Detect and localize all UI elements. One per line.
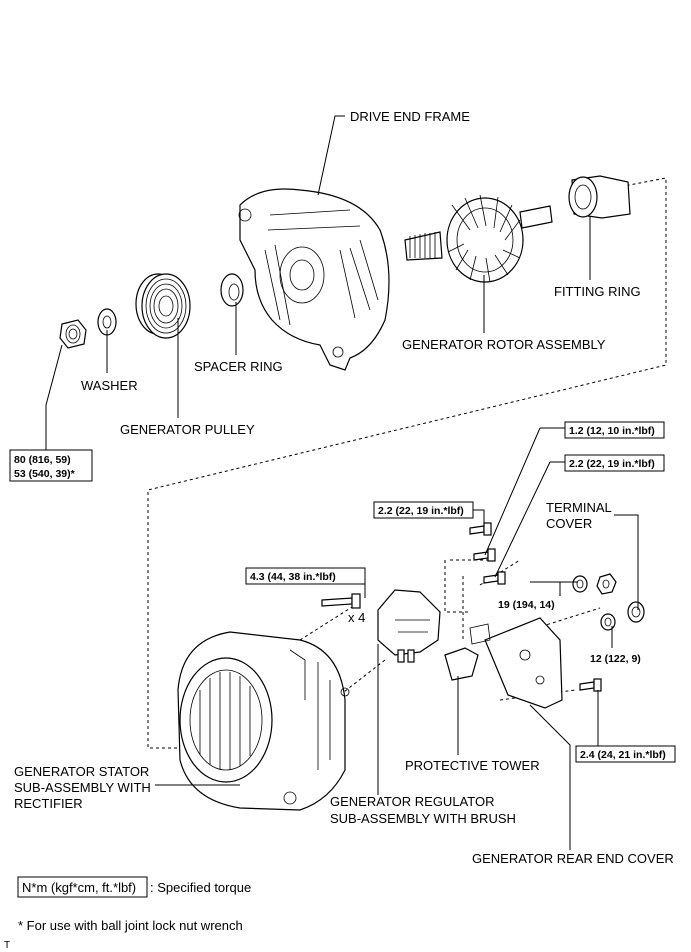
nut-19 <box>572 575 588 593</box>
screw-2-2-upper <box>469 522 492 536</box>
label-spacer-ring: SPACER RING <box>194 359 283 374</box>
label-x4: x 4 <box>348 610 365 625</box>
spacer-ring <box>220 273 244 307</box>
label-drive-end-frame: DRIVE END FRAME <box>350 109 470 124</box>
torque-box-2-4: 2.4 (24, 21 in.*lbf) <box>575 745 676 763</box>
torque-box-2-2-right: 2.2 (22, 19 in.*lbf) <box>564 454 665 472</box>
torque-box-12: 12 (122, 9) <box>590 653 641 665</box>
label-rear-end-cover: GENERATOR REAR END COVER <box>472 851 674 866</box>
torque-nut-line2: 53 (540, 39)* <box>14 468 76 480</box>
label-generator-rotor-assembly: GENERATOR ROTOR ASSEMBLY <box>402 337 606 352</box>
torque-2-2-center: 2.2 (22, 19 in.*lbf) <box>378 505 464 517</box>
washer-12 <box>600 613 616 631</box>
leader-lines <box>45 115 639 850</box>
screw-2-4 <box>579 678 602 692</box>
torque-box-19: 19 (194, 14) <box>498 599 555 611</box>
screw-2-2-lower <box>483 571 506 585</box>
fitting-ring <box>568 175 631 219</box>
protective-tower <box>444 647 479 681</box>
assembly-dashed-outline <box>147 177 667 749</box>
corner-mark: T <box>4 940 10 951</box>
torque-box-nut: 80 (816, 59) 53 (540, 39)* <box>9 449 93 482</box>
label-terminal-cover-line2: COVER <box>546 516 592 531</box>
generator-stator-assembly <box>177 631 350 811</box>
torque-box-1-2: 1.2 (12, 10 in.*lbf) <box>564 421 665 439</box>
torque-19: 19 (194, 14) <box>498 599 555 611</box>
legend-footnote: * For use with ball joint lock nut wrenc… <box>18 918 243 933</box>
generator-regulator <box>377 589 441 663</box>
label-protective-tower: PROTECTIVE TOWER <box>405 758 540 773</box>
torque-box-4-3: 4.3 (44, 38 in.*lbf) <box>245 567 366 585</box>
bolt-4-3 <box>321 593 361 609</box>
label-fitting-ring: FITTING RING <box>554 284 641 299</box>
nut-terminal-upper <box>596 573 617 595</box>
torque-12: 12 (122, 9) <box>590 653 641 665</box>
terminal-cover <box>627 601 645 623</box>
legend-description: : Specified torque <box>150 880 251 895</box>
torque-nut-line1: 80 (816, 59) <box>14 454 71 466</box>
torque-1-2: 1.2 (12, 10 in.*lbf) <box>569 425 655 437</box>
label-stator-line2: SUB-ASSEMBLY WITH <box>14 780 151 795</box>
nut <box>59 319 87 349</box>
label-regulator-line2: SUB-ASSEMBLY WITH BRUSH <box>330 811 516 826</box>
washer <box>97 308 117 336</box>
torque-box-2-2-center: 2.2 (22, 19 in.*lbf) <box>373 501 474 519</box>
torque-2-4: 2.4 (24, 21 in.*lbf) <box>580 749 666 761</box>
label-terminal-cover-line1: TERMINAL <box>546 500 612 515</box>
label-regulator-line1: GENERATOR REGULATOR <box>330 794 494 809</box>
label-stator-line3: RECTIFIER <box>14 796 83 811</box>
legend: N*m (kgf*cm, ft.*lbf) : Specified torque… <box>4 876 251 951</box>
legend-torque-box-text: N*m (kgf*cm, ft.*lbf) <box>22 880 136 895</box>
generator-pulley <box>135 273 191 339</box>
drive-end-frame <box>238 188 390 371</box>
torque-4-3: 4.3 (44, 38 in.*lbf) <box>250 571 336 583</box>
label-washer: WASHER <box>81 378 138 393</box>
torque-2-2-right: 2.2 (22, 19 in.*lbf) <box>569 458 655 470</box>
generator-rotor-assembly <box>404 194 553 283</box>
generator-rear-end-cover <box>469 617 563 709</box>
label-generator-pulley: GENERATOR PULLEY <box>120 422 255 437</box>
screw-1-2 <box>473 548 496 562</box>
label-stator-line1: GENERATOR STATOR <box>14 764 149 779</box>
